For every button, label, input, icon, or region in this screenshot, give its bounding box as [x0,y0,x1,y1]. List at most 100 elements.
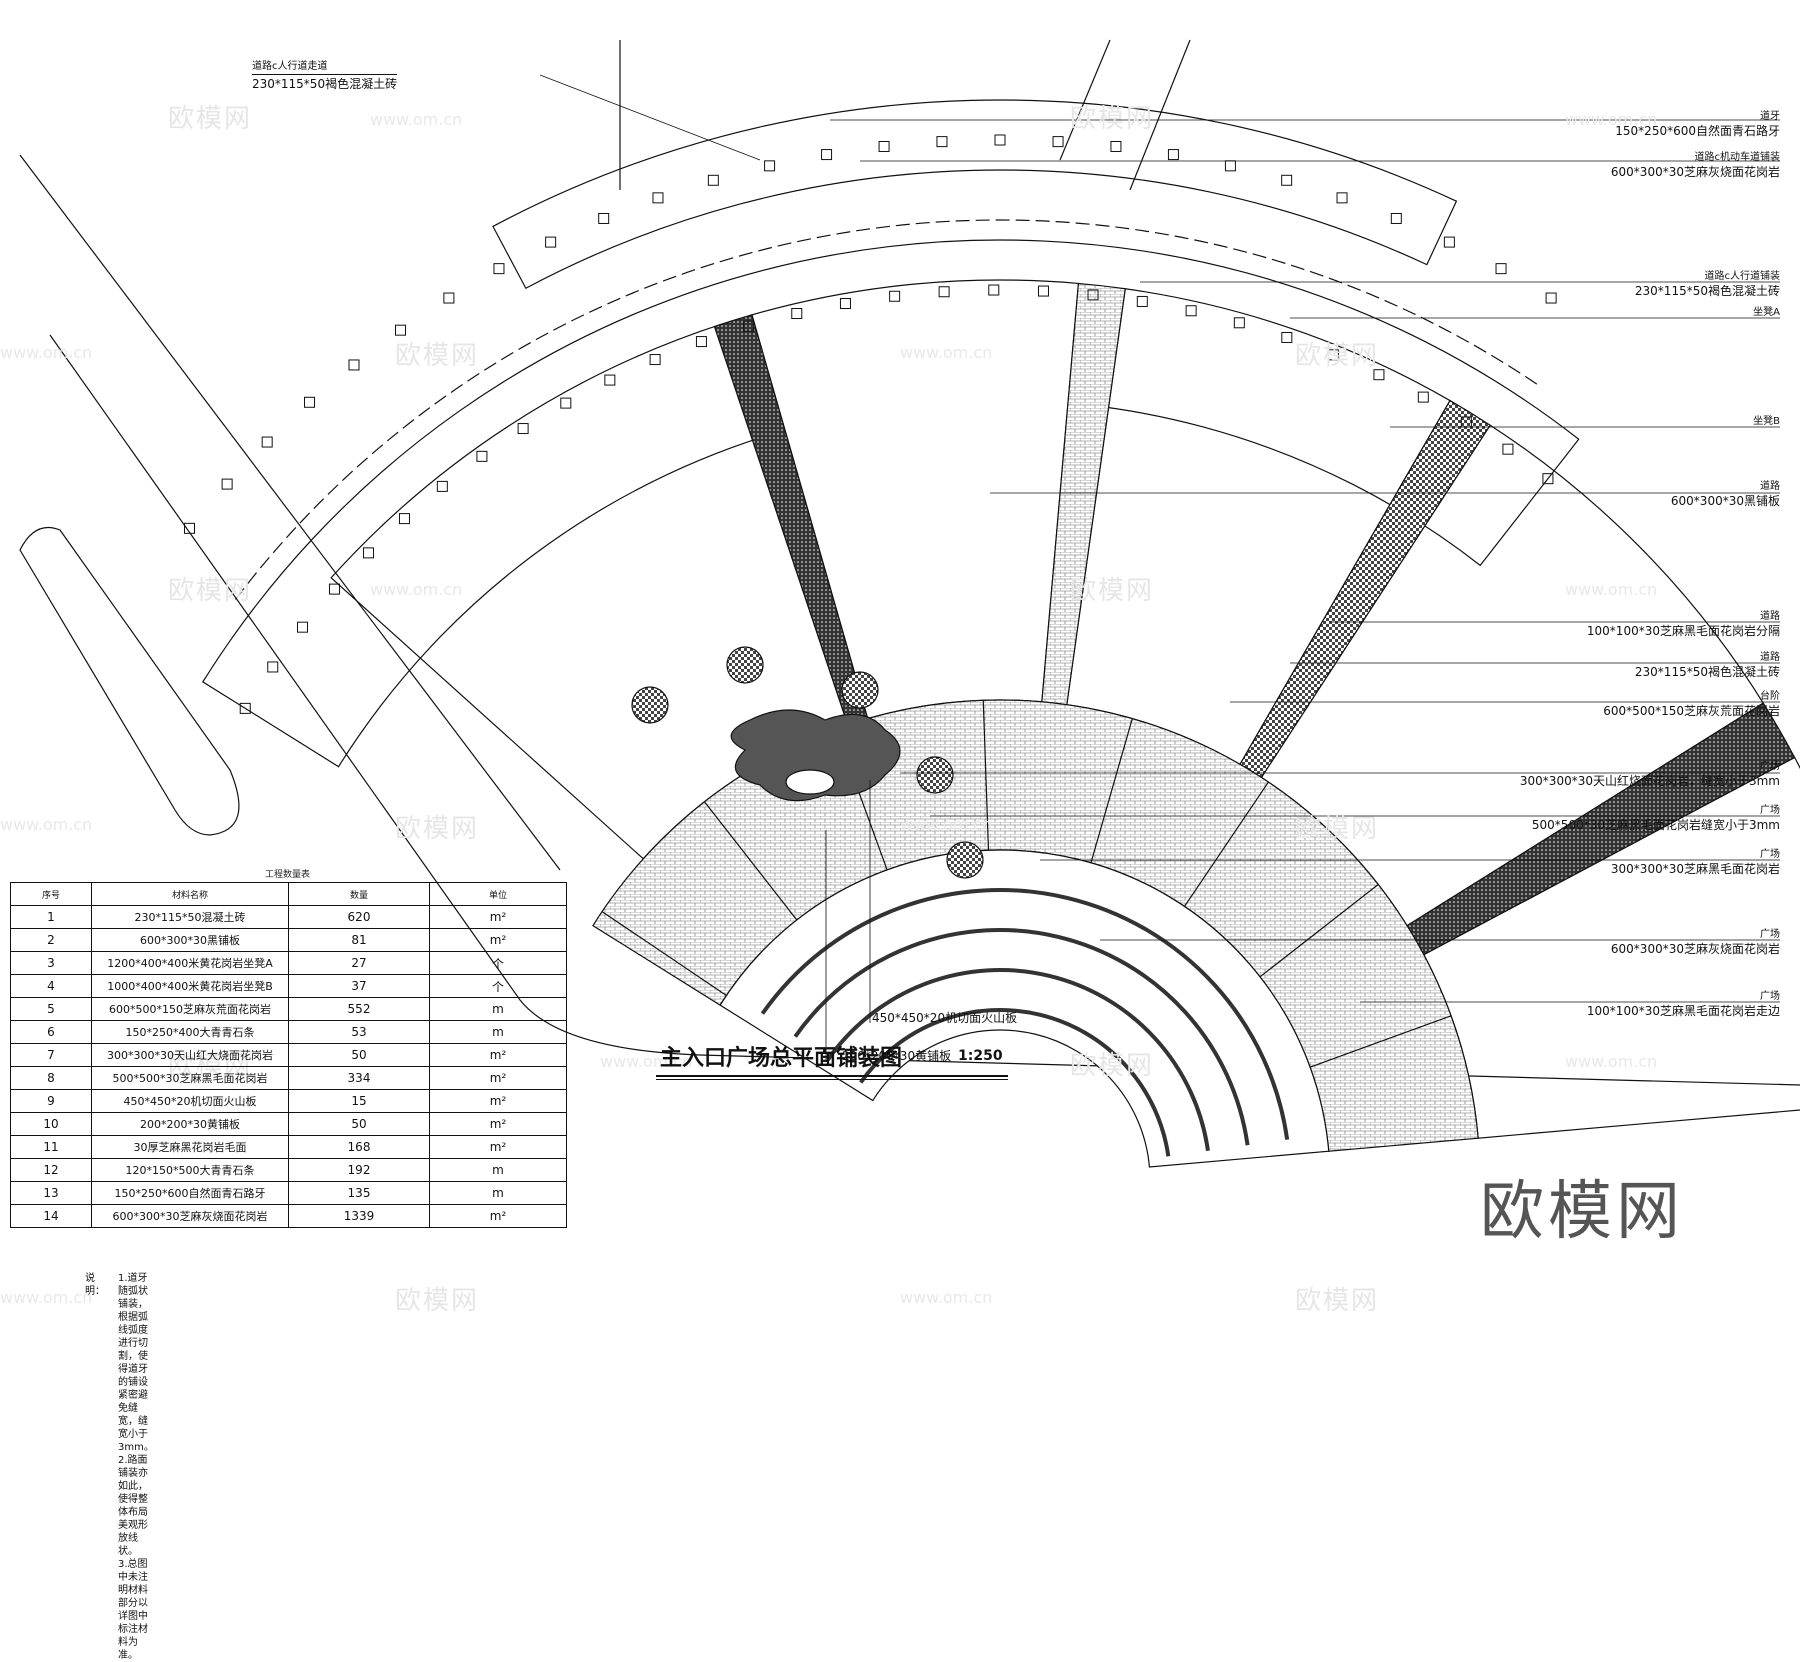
table-cell: 600*500*150芝麻灰荒面花岗岩 [91,997,289,1021]
bench-marker [1443,236,1455,248]
bench-marker [1224,160,1236,172]
table-cell: m² [429,928,567,952]
callout-material: 500*500*30芝麻黑毛面花岗岩缝宽小于3mm [1531,818,1780,832]
bench-marker [839,298,851,310]
watermark-logo: 欧模网 [1070,576,1155,606]
bench-marker [764,160,776,172]
plaza-divider [1259,884,1379,978]
table-cell: m [429,1181,567,1205]
table-cell: 334 [288,1066,430,1090]
callout-steps: 台阶 600*500*150芝麻灰荒面花岗岩 [1603,690,1780,718]
callout-yellow-slab: 200*200*30黄铺板 [842,1049,952,1063]
table-cell: 27 [288,951,430,975]
callout-plaza-grey-granite: 广场 600*300*30芝麻灰烧面花岗岩 [1611,928,1780,956]
watermark-logo: 欧模网 [1295,814,1380,844]
bench-marker [604,374,616,386]
bench-marker [1502,443,1514,455]
traffic-island [19,526,240,836]
table-cell: 1339 [288,1204,430,1228]
plaza-divider [982,700,990,851]
bench-marker [436,480,448,492]
table-cell: m² [429,1135,567,1159]
bench-marker [328,583,340,595]
table-cell: 600*300*30黑铺板 [91,928,289,952]
callout-plaza-edge: 广场 100*100*30芝麻黑毛面花岗岩走边 [1587,990,1780,1018]
plaza-inner [719,849,1330,1168]
bench-marker [1037,285,1049,297]
callout-vehicle-lane: 道路c机动车道铺装 600*300*30芝麻灰烧面花岗岩 [1611,151,1780,179]
table-cell: 200*200*30黄铺板 [91,1112,289,1136]
tree-pit [726,646,764,684]
table-cell: 37 [288,974,430,998]
table-cell: 2 [10,928,92,952]
callout-label: 广场 [1760,805,1780,816]
callout-material: 600*300*30芝麻灰烧面花岗岩 [1610,942,1780,956]
bench-marker [183,522,195,534]
table-header-cell: 材料名称 [91,882,289,906]
bench-marker [936,136,948,148]
watermark-logo: 欧模网 [395,814,480,844]
table-cell: 1200*400*400米黄花岗岩坐凳A [91,951,289,975]
table-cell: m² [429,1204,567,1228]
callout-label: 道路c机动车道铺装 [1694,152,1781,163]
bench-marker [1233,317,1245,329]
table-cell: 230*115*50混凝土砖 [91,905,289,929]
table-cell: 13 [10,1181,92,1205]
table-cell: 500*500*30芝麻黑毛面花岗岩 [91,1066,289,1090]
callout-label: 广场 [1760,991,1780,1002]
bench-marker [545,236,557,248]
callout-material: 100*100*30芝麻黑毛面花岗岩走边 [1586,1004,1780,1018]
table-cell: 12 [10,1158,92,1182]
plaza-divider [704,801,798,921]
callout-label: 道路 [1760,481,1780,492]
bench-marker [695,336,707,348]
table-cell: 53 [288,1020,430,1044]
plaza-divider [1184,781,1269,907]
plaza-divider [1090,718,1133,863]
watermark-url: www.om.cn [600,1052,693,1071]
callout-material: 300*300*30芝麻黑毛面花岗岩 [1610,862,1780,876]
table-cell: 300*300*30天山红大烧面花岗岩 [91,1043,289,1067]
callout-road-divider: 道路 100*100*30芝麻黑毛面花岗岩分隔 [1587,610,1780,638]
watermark-logo: 欧模网 [168,576,253,606]
bench-marker [791,308,803,320]
bench-marker [261,436,273,448]
callout-material: 230*115*50褐色混凝土砖 [1634,284,1780,298]
road-edge-line [1059,39,1111,161]
table-cell: 192 [288,1158,430,1182]
table-cell: 81 [288,928,430,952]
watermark-logo: 欧模网 [395,341,480,371]
table-header-cell: 序号 [10,882,92,906]
table-cell: 11 [10,1135,92,1159]
bench-marker [443,292,455,304]
callout-label: 道路 [1760,611,1780,622]
bench-marker [476,450,488,462]
watermark-logo: 欧模网 [395,1286,480,1316]
bench-marker [994,134,1006,146]
callout-material: 230*115*50褐色混凝土砖 [252,74,398,91]
table-cell: 9 [10,1089,92,1113]
watermark-logo: 欧模网 [1070,104,1155,134]
drawing-title: 主入口广场总平面铺装图 [660,1046,903,1071]
bench-marker [267,661,279,673]
bench-marker [889,290,901,302]
bench-marker [878,140,890,152]
sidewalk-band [492,99,1458,290]
table-cell: 8 [10,1066,92,1090]
watermark-url: www.om.cn [0,343,93,362]
road-edge-line [19,154,561,871]
watermark-logo: 欧模网 [1295,1286,1380,1316]
bench-marker [988,284,1000,296]
road-edge-line [1129,39,1191,191]
watermark-url: www.om.cn [370,580,463,599]
bench-marker [1167,149,1179,161]
